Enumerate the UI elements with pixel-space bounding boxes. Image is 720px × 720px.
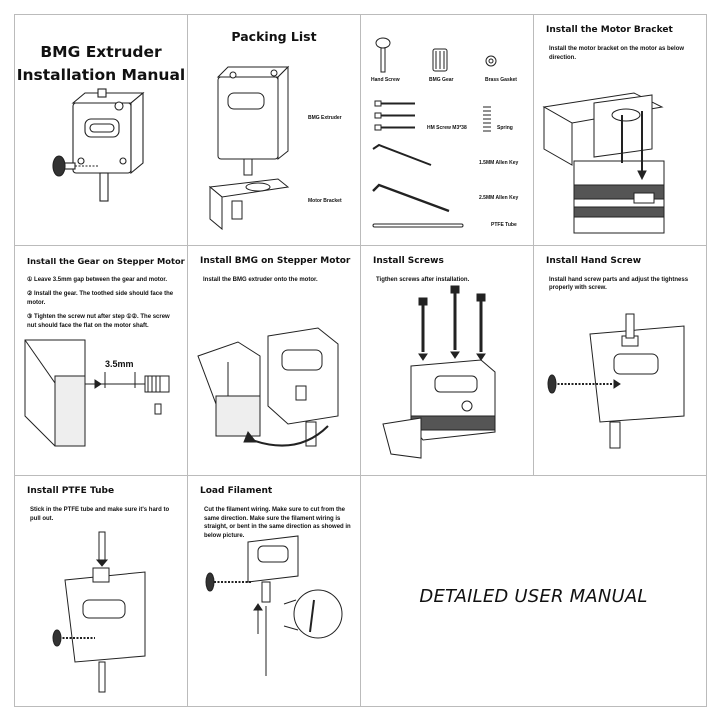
step-ptfe-desc: Stick in the PTFE tube and make sure it'…	[30, 507, 170, 522]
part-label-spring: Spring	[497, 125, 513, 131]
parts-panel: Hand Screw BMG Gear Brass Gasket HM Scre…	[361, 15, 534, 246]
step-filament-panel: Load Filament Cut the filament wiring. M…	[188, 476, 361, 707]
step-gear-steps: ① Leave 3.5mm gap between the gear and m…	[27, 276, 177, 337]
step-bmg-motor-panel: Install BMG on Stepper Motor Install the…	[188, 245, 361, 477]
packing-list-panel: Packing List BMG Extruder Motor Bracket	[188, 15, 361, 246]
part-label-brass-gasket: Brass Gasket	[485, 77, 517, 83]
step-hand-screw-desc: Install hand screw parts and adjust the …	[549, 276, 689, 292]
part-label-allen-25: 2.5MM Allen Key	[479, 195, 519, 201]
manual-title-line2: Installation Manual	[16, 66, 186, 84]
step-gear-title: Install the Gear on Stepper Motor	[27, 255, 185, 266]
part-label-bmg-gear: BMG Gear	[429, 77, 454, 83]
gear-illustration	[24, 339, 170, 447]
step-filament-title: Load Filament	[200, 486, 273, 497]
manual-grid: BMG Extruder Installation Manual Packing…	[14, 14, 707, 707]
step-screws-desc: Tigthen screws after installation.	[376, 276, 470, 283]
hand-screw-illustration	[547, 313, 685, 449]
ptfe-illustration	[52, 531, 146, 693]
step-motor-bracket-panel: Install the Motor Bracket Install the mo…	[534, 15, 707, 246]
step-motor-bracket-title: Install the Motor Bracket	[546, 25, 673, 35]
detailed-manual-text: DETAILED USER MANUAL	[419, 586, 648, 608]
step-gear-step1: ① Leave 3.5mm gap between the gear and m…	[27, 276, 168, 283]
packing-list-title: Packing List	[231, 29, 317, 44]
packing-label-motor-bracket: Motor Bracket	[308, 198, 342, 204]
part-label-ptfe-tube: PTFE Tube	[491, 222, 517, 228]
step-hand-screw-title: Install Hand Screw	[546, 255, 642, 266]
packing-extruder-illustration	[208, 65, 290, 231]
step-filament-desc: Cut the filament wiring. Make sure to cu…	[204, 507, 351, 539]
part-label-hm-screw: HM Screw M3*38	[427, 125, 467, 131]
screws-illustration	[382, 285, 496, 459]
bmg-extruder-illustration	[52, 88, 145, 202]
packing-label-bmg-extruder: BMG Extruder	[308, 115, 342, 121]
parts-illustration	[372, 37, 497, 228]
step-screws-panel: Install Screws Tigthen screws after inst…	[361, 245, 534, 477]
step-motor-bracket-desc: Install the motor bracket on the motor a…	[549, 46, 685, 61]
manual-title-line1: BMG Extruder	[40, 43, 162, 61]
part-label-allen-15: 1.5MM Allen Key	[479, 160, 519, 166]
manual-title: BMG Extruder Installation Manual	[15, 41, 187, 87]
step-gear-panel: Install the Gear on Stepper Motor ① Leav…	[15, 245, 188, 477]
step-bmg-motor-title: Install BMG on Stepper Motor	[200, 255, 351, 266]
cover-panel: BMG Extruder Installation Manual	[15, 15, 188, 246]
step-bmg-motor-desc: Install the BMG extruder onto the motor.	[203, 276, 318, 283]
filament-illustration	[205, 535, 343, 677]
part-label-hand-screw: Hand Screw	[371, 77, 400, 83]
step-hand-screw-panel: Install Hand Screw Install hand screw pa…	[534, 245, 707, 477]
step-screws-title: Install Screws	[373, 255, 444, 266]
step-ptfe-panel: Install PTFE Tube Stick in the PTFE tube…	[15, 476, 188, 707]
detailed-manual-panel: DETAILED USER MANUAL	[361, 476, 707, 707]
step-gear-step3: ③ Tighten the screw nut after step ①②. T…	[27, 314, 170, 329]
gear-gap-label: 3.5mm	[105, 358, 134, 369]
step-gear-step2: ② Install the gear. The toothed side sho…	[27, 291, 174, 306]
bmg-motor-illustration	[197, 327, 339, 447]
step-ptfe-title: Install PTFE Tube	[27, 486, 115, 497]
motor-bracket-illustration	[542, 92, 665, 234]
